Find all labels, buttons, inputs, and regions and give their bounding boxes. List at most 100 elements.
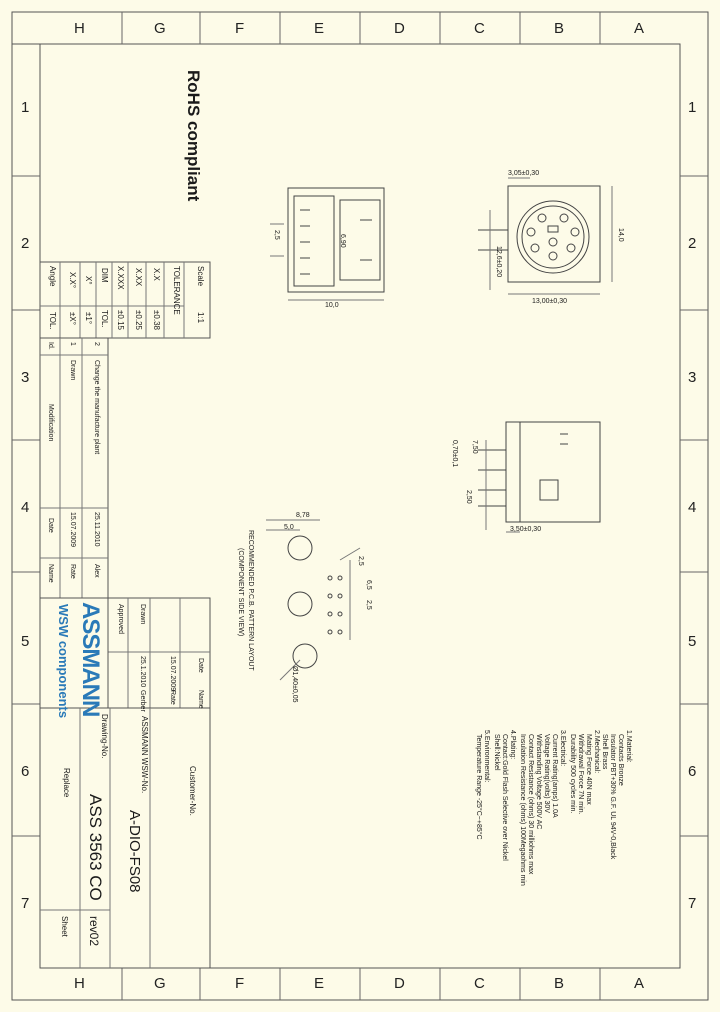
tol-row-5-key: X° — [84, 276, 93, 285]
approval-approved-name: Gerber — [139, 690, 146, 712]
brand-subtitle: WSW components — [56, 604, 71, 719]
rev-row-2-name: Alex — [93, 564, 100, 578]
approval-approved-label: Approved — [117, 604, 124, 634]
zone-col-top-d: D — [394, 20, 405, 37]
spec-line-5: 2.Mechanical: — [593, 730, 600, 774]
rev-row-2-id: 2 — [93, 342, 100, 346]
zone-col-bottom-e: E — [314, 975, 325, 992]
zone-row-left-4: 4 — [21, 499, 30, 516]
spec-line-8: Durability 500 cycles min. — [569, 734, 576, 814]
sheet-label: Sheet — [60, 916, 69, 937]
pcb-dim-f: Ø1,40±0,05 — [291, 666, 298, 703]
tol-row-3-key: X.XXX — [116, 266, 125, 290]
spec-line-10: Current Rating(amps) 1.0A — [551, 734, 558, 818]
dim-side-b: 2,50 — [465, 490, 472, 504]
zone-col-top-h: H — [74, 20, 85, 37]
spec-line-19: Temperature Range -25°C~+85°C — [475, 734, 482, 840]
spec-line-4: Shell Brass — [601, 734, 608, 770]
zone-col-top-f: F — [235, 20, 245, 37]
dim-side-a: 0,70±0,1 — [451, 440, 458, 468]
zone-row-left-3: 3 — [21, 369, 30, 386]
scale-value: 1:1 — [196, 312, 205, 324]
drawing-no-label: Drawing-No. — [100, 714, 109, 759]
tol-row-1-key: X.X — [152, 268, 161, 281]
approval-date-label: Date — [197, 658, 204, 673]
rev-row-1-date: 15.07.2009 — [69, 512, 76, 548]
zone-col-bottom-f: F — [235, 975, 245, 992]
zone-col-top-a: A — [634, 20, 645, 37]
spec-line-2: Contacts Bronze — [617, 734, 624, 786]
rev-row-1-name: Rate — [69, 564, 76, 579]
dim-top-left-inner: 6,90 — [339, 234, 346, 248]
zone-col-bottom-c: C — [474, 975, 485, 992]
rev-header-mod: Modification — [47, 404, 54, 442]
zone-row-right-4: 4 — [688, 499, 697, 516]
dim-side-bottom: 3,50±0,30 — [510, 526, 542, 533]
zone-col-top-b: B — [554, 20, 565, 37]
tol-row-2-key: X.XX — [134, 268, 143, 287]
spec-line-7: Withdrawal Force 7N min. — [577, 734, 584, 815]
tol-row-1-val: ±0.38 — [152, 310, 161, 330]
spec-line-1: 1.Material: — [625, 730, 632, 763]
scale-label: Scale — [196, 266, 205, 287]
tol-row-6-key: X.X° — [68, 272, 77, 289]
approval-drawn-label: Drawn — [139, 604, 146, 625]
zone-row-right-7: 7 — [688, 895, 697, 912]
zone-row-left-6: 6 — [21, 763, 30, 780]
tolerance-heading: TOLERANCE — [172, 266, 181, 315]
spec-line-3: Insulator PBT+30% G.F. UL 94V-0,Black — [609, 734, 616, 860]
zone-col-top-e: E — [314, 20, 325, 37]
spec-line-11: Voltage Rating(volts) 30V — [543, 734, 550, 813]
zone-row-right-3: 3 — [688, 369, 697, 386]
tol-row-4-key: DIM — [100, 268, 109, 283]
zone-col-bottom-a: A — [634, 975, 645, 992]
approval-approved-date: 25.1.2010 — [139, 656, 146, 688]
rev-row-2-mod: Change the manufacture plant — [93, 360, 100, 455]
replace-label: Replace — [62, 768, 71, 798]
rev-header-date: Date — [47, 518, 54, 533]
spec-line-13: Contact Resistance (ohms) 30 milliohms m… — [527, 734, 534, 875]
tol-row-7-key: Angle — [48, 266, 57, 287]
zone-row-left-2: 2 — [21, 235, 30, 252]
dim-front-top: 3,05±0,30 — [508, 170, 540, 177]
rev-header-id: Id. — [47, 342, 54, 350]
zone-row-left-1: 1 — [21, 99, 30, 116]
zone-row-right-5: 5 — [688, 633, 697, 650]
dim-front-w: 13,00±0,30 — [532, 298, 567, 305]
pcb-dim-d: 2,5 — [365, 600, 372, 610]
zone-col-bottom-b: B — [554, 975, 565, 992]
dim-top-left-h: 2,5 — [273, 230, 280, 240]
tol-row-5-val: ±1° — [84, 312, 93, 325]
rev-row-1-mod: Drawn — [69, 360, 76, 381]
spec-line-6: Mating Force 40N max — [585, 734, 592, 805]
drawing-no: ASS 3563 CO — [86, 794, 105, 901]
zone-col-bottom-h: H — [74, 975, 85, 992]
tol-row-2-val: ±0.25 — [134, 310, 143, 330]
tol-row-3-val: ±0.15 — [116, 310, 125, 330]
zone-row-right-2: 2 — [688, 235, 697, 252]
pcb-layout-view: (COMPONENT SIDE VIEW) — [237, 548, 244, 637]
spec-line-9: 3.Electrical: — [559, 730, 566, 767]
pcb-dim-e: 2,5 — [357, 556, 364, 566]
zone-col-bottom-d: D — [394, 975, 405, 992]
dim-front-h: 14,0 — [617, 228, 624, 242]
pcb-layout-title: RECOMMENDED P.C.B. PATTERN LAYOUT — [247, 530, 254, 671]
rohs-label: RoHS compliant — [184, 70, 203, 202]
rev-header-name: Name — [47, 564, 54, 583]
spec-line-15: 4.Plating: — [509, 730, 516, 760]
zone-row-right-1: 1 — [688, 99, 697, 116]
assmann-no-label: ASSMANN WSW-No. — [140, 716, 149, 794]
pcb-dim-c: 6,5 — [365, 580, 372, 590]
revision-label: rev02 — [87, 916, 101, 947]
zone-col-top-g: G — [154, 20, 166, 37]
zone-col-top-c: C — [474, 20, 485, 37]
tol-row-7-val: TOL. — [48, 312, 57, 330]
tol-row-4-val: TOL. — [100, 310, 109, 328]
pcb-dim-a: 8,78 — [296, 512, 310, 519]
zone-row-left-5: 5 — [21, 633, 30, 650]
tol-row-6-val: ±X° — [68, 312, 77, 325]
approval-drawn-name: Rate — [169, 690, 176, 705]
spec-line-14: Insulation Resistance (ohms) 100Megaohms… — [519, 734, 526, 886]
